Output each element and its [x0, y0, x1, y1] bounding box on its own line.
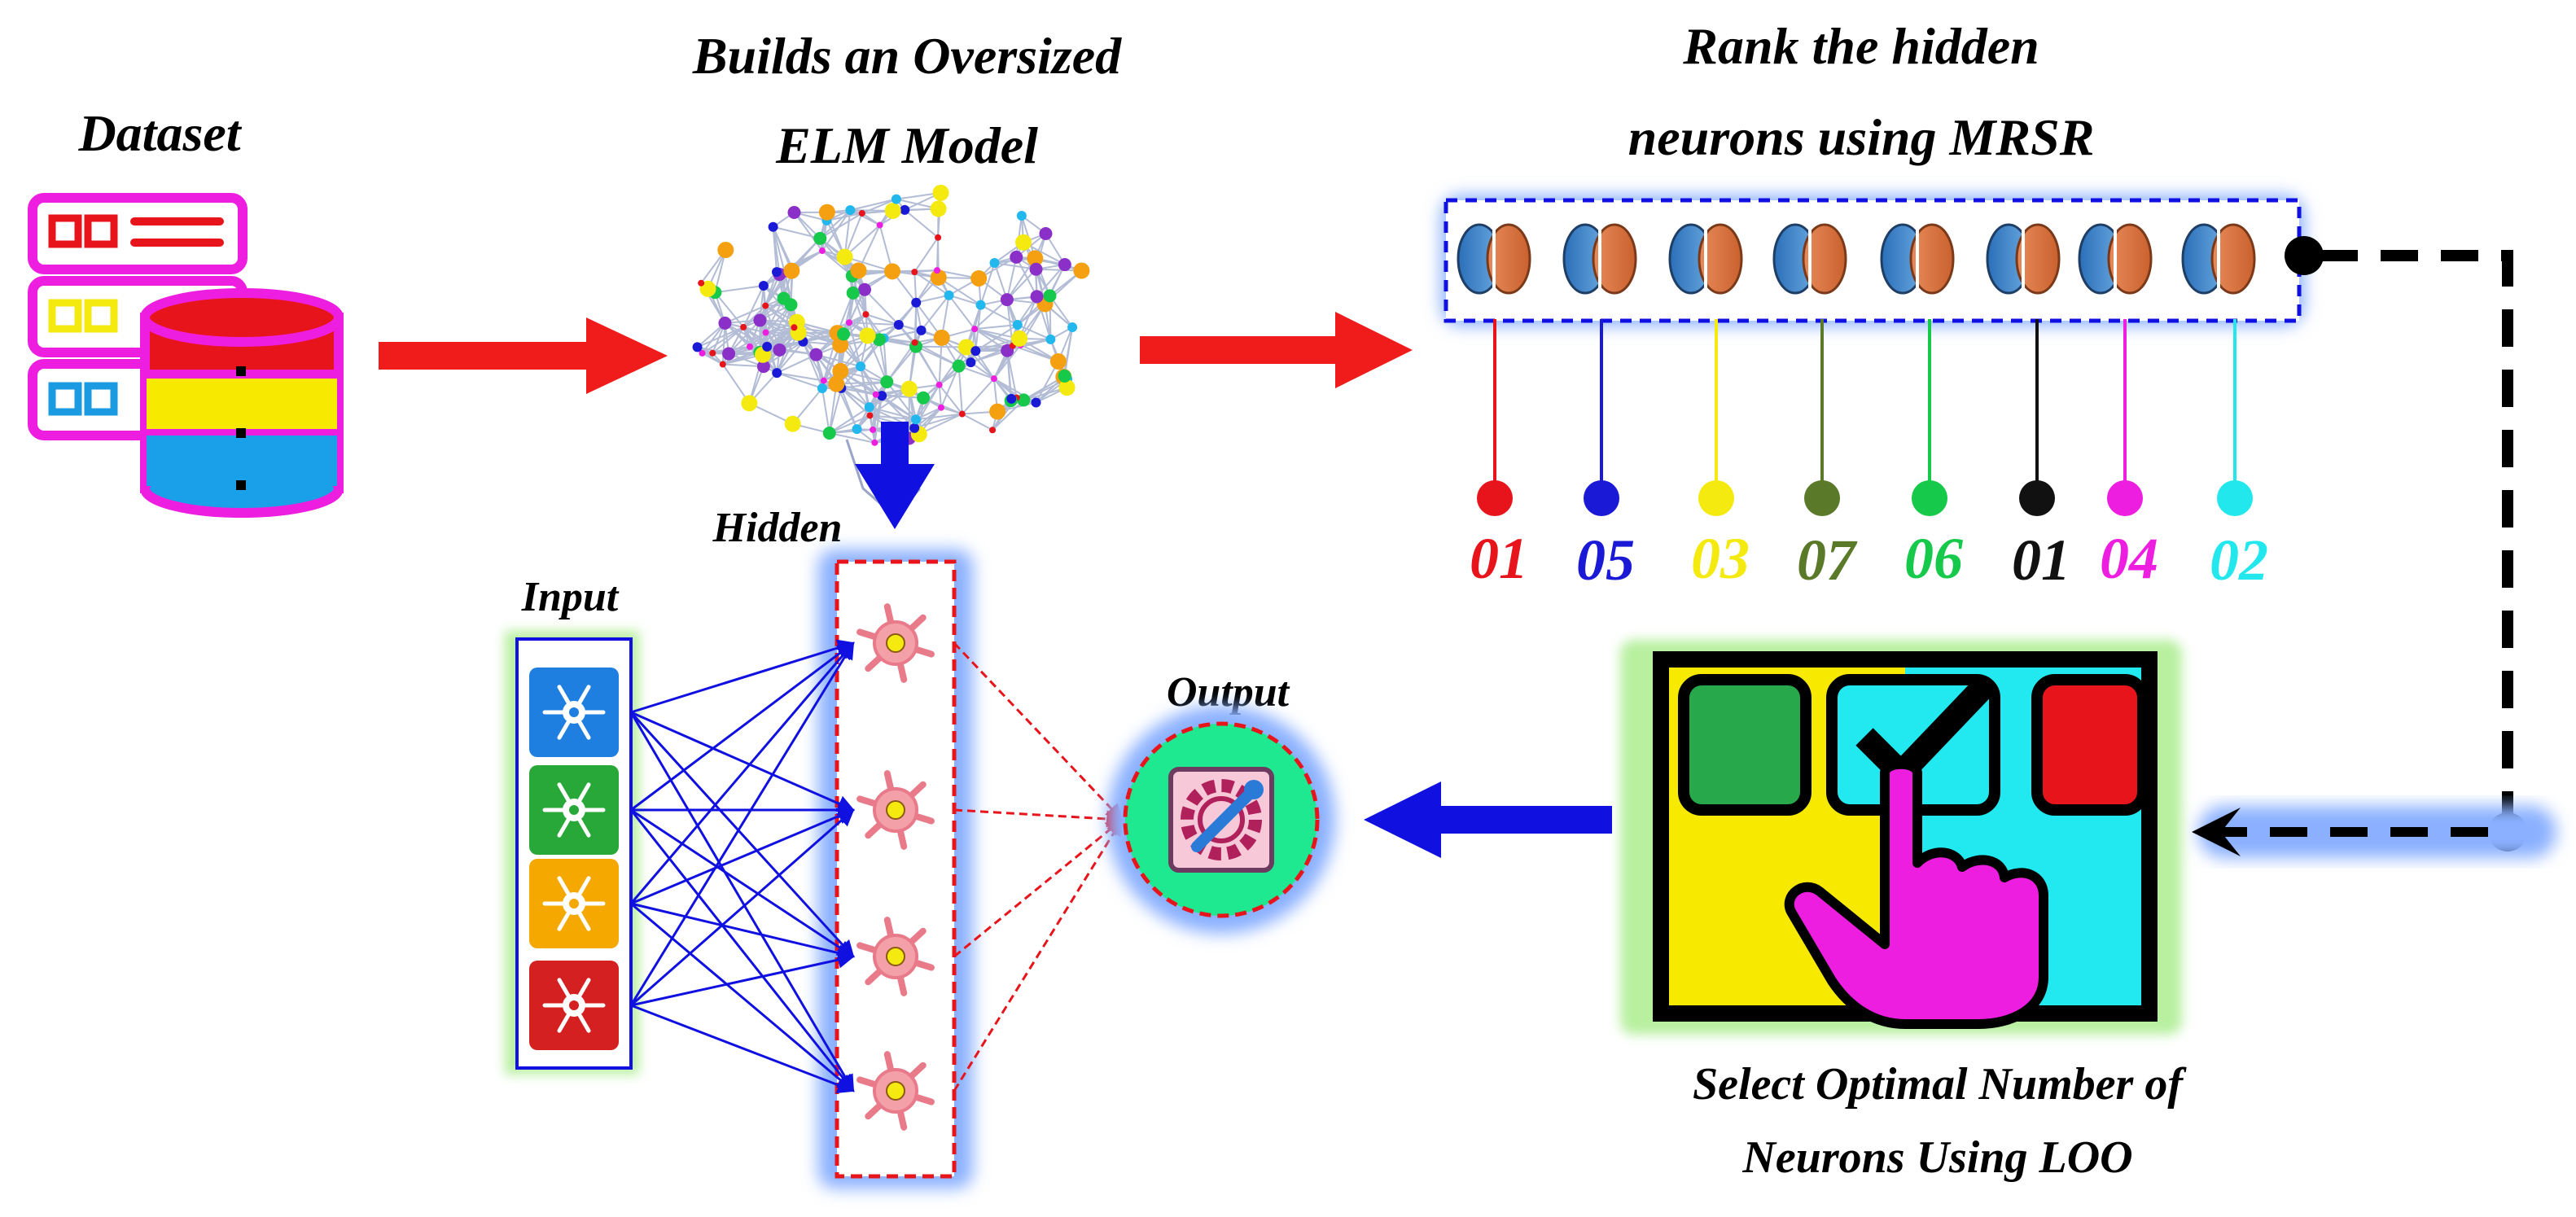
rank-stem	[2217, 319, 2253, 516]
server-database-icon	[28, 193, 344, 518]
neuron-cell-icon	[856, 1051, 935, 1131]
rank-label: 01	[2012, 528, 2070, 593]
rank-stem	[1698, 319, 1734, 516]
hidden-label: Hidden	[712, 505, 843, 551]
hidden-output-connection	[953, 641, 1124, 821]
brain-icon	[2181, 223, 2256, 295]
input-hidden-connection	[630, 902, 856, 961]
input-hidden-connection	[630, 641, 855, 812]
hidden-output-connection	[953, 818, 1124, 958]
input-hidden-connection	[629, 809, 855, 1092]
input-hidden-connection	[630, 951, 856, 1007]
neuron-cell-icon	[856, 770, 935, 850]
input-hidden-connection	[630, 808, 855, 905]
brain-icon	[1668, 223, 1743, 295]
rank-label: 07	[1797, 528, 1858, 593]
rank-title-line1: Rank the hidden	[1682, 17, 2039, 75]
input-hidden-connection	[629, 641, 855, 1006]
flow-arrow-elm-to-hidden	[855, 422, 935, 529]
dashed-connector	[2285, 236, 2527, 851]
hidden-output-connection	[953, 818, 1124, 1092]
brain-icon	[1880, 223, 1955, 295]
rank-stem	[1804, 319, 1840, 516]
flow-arrow-select-to-output	[1364, 781, 1612, 858]
elm-title-line1: Builds an Oversized	[692, 27, 1122, 85]
rank-label: 03	[1691, 526, 1750, 591]
rank-stem	[2019, 319, 2055, 516]
ranked-brains	[1457, 223, 2256, 295]
ranked-labels: 01 05 03 07 06 01 04 02	[1470, 526, 2268, 593]
neuron-cell-icon	[856, 603, 935, 683]
input-hidden-connection	[629, 711, 855, 1092]
neuron-icon	[529, 765, 619, 855]
input-hidden-connection	[630, 808, 855, 958]
brain-icon	[1986, 223, 2061, 295]
brain-icon	[1772, 223, 1847, 295]
rank-label: 04	[2100, 526, 2158, 591]
brain-icon	[2078, 223, 2153, 295]
rank-title-line2: neurons using MRSR	[1628, 108, 2095, 166]
input-hidden-connection	[630, 639, 856, 714]
input-hidden-connection	[630, 808, 855, 1007]
neuron-icon	[529, 859, 619, 948]
rank-label: 01	[1470, 526, 1528, 591]
hidden-output-connection	[953, 808, 1124, 828]
neuron-icon	[529, 961, 619, 1050]
hand-checkbox-icon	[1653, 651, 2158, 1029]
neuron-cell-icon	[856, 917, 935, 996]
input-label: Input	[521, 574, 620, 620]
brain-icon	[1562, 223, 1637, 295]
elm-title-line2: ELM Model	[775, 116, 1038, 174]
gear-wrench-icon	[1168, 767, 1274, 873]
brain-icon	[1457, 223, 1531, 295]
input-hidden-connection	[630, 711, 855, 812]
rank-label: 06	[1904, 526, 1963, 591]
network-connections	[629, 639, 1124, 1094]
select-title-line1: Select Optimal Number of	[1693, 1059, 2187, 1110]
flow-arrow-dataset-to-elm	[379, 317, 668, 394]
neuron-icon	[529, 668, 619, 757]
ranked-stems	[1477, 319, 2253, 516]
select-title-line2: Neurons Using LOO	[1741, 1132, 2132, 1183]
dataset-title: Dataset	[77, 104, 242, 162]
rank-label: 05	[1576, 528, 1635, 593]
rank-stem	[1584, 319, 1619, 516]
hidden-nodes	[856, 603, 935, 1131]
input-nodes	[529, 668, 619, 1050]
flow-arrow-elm-to-rank	[1140, 312, 1413, 388]
rank-label: 02	[2210, 528, 2268, 593]
connector-glow	[2198, 806, 2556, 858]
input-hidden-connection	[629, 711, 855, 958]
input-hidden-connection	[630, 902, 855, 1092]
rank-stem	[1477, 319, 1513, 516]
rank-stem	[1912, 319, 1947, 516]
rank-stem	[2107, 319, 2143, 516]
input-hidden-connection	[629, 641, 855, 904]
input-hidden-connection	[630, 1004, 855, 1094]
